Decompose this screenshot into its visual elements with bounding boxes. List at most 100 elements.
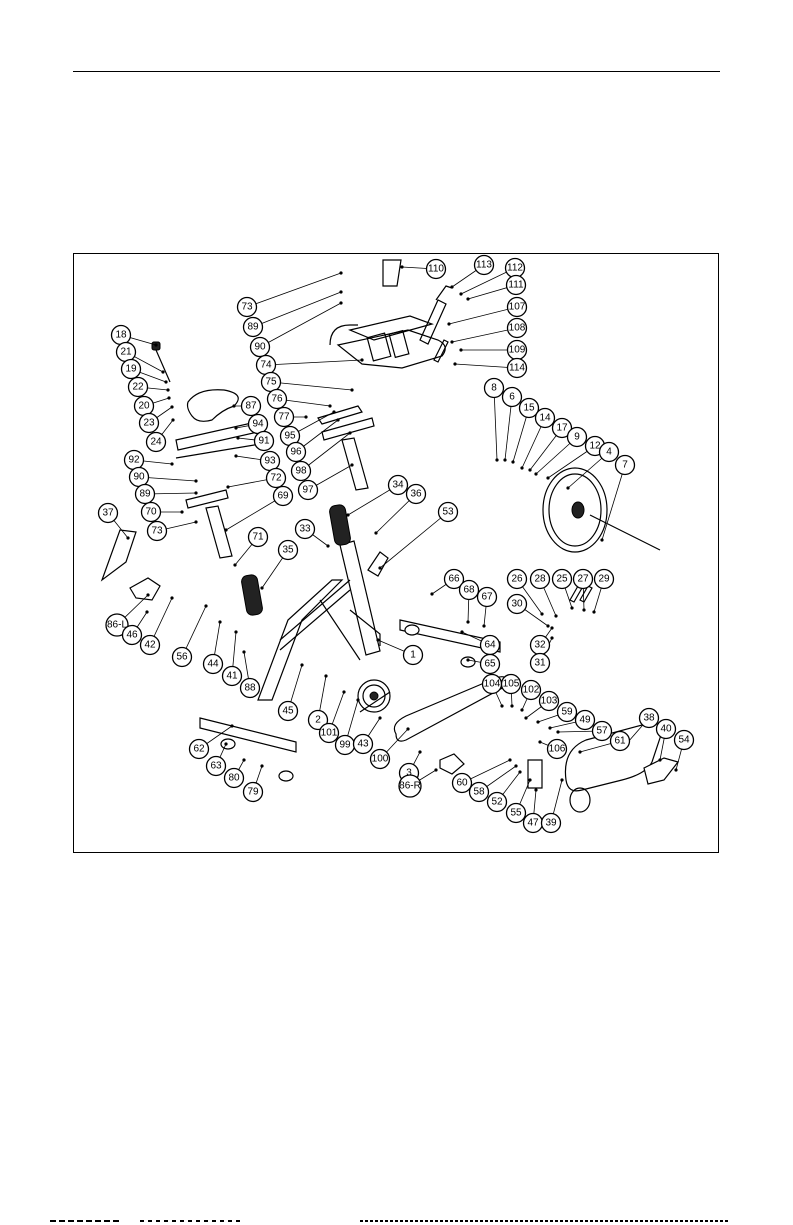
part-callout-89: 89	[134, 483, 156, 505]
part-callout-17: 17	[551, 417, 573, 439]
leader-line-8	[493, 387, 498, 461]
part-number-label: 37	[102, 508, 114, 519]
part-callout-113: 113	[473, 254, 495, 276]
leader-endpoint-12	[546, 476, 550, 480]
part-callout-73: 73	[146, 520, 168, 542]
leader-endpoint-79	[260, 764, 264, 768]
part-callout-54: 54	[673, 729, 695, 751]
part-number-label: 42	[144, 640, 156, 651]
leader-endpoint-30	[546, 624, 550, 628]
leader-endpoint-89	[339, 290, 343, 294]
part-callout-90: 90	[249, 336, 271, 358]
part-number-label: 4	[606, 447, 612, 458]
part-number-label: 73	[241, 302, 253, 313]
part-callout-19: 19	[120, 358, 142, 380]
part-callout-15: 15	[518, 397, 540, 419]
part-callout-1: 1	[402, 644, 424, 666]
leader-endpoint-56	[204, 604, 208, 608]
leader-endpoint-66	[430, 592, 434, 596]
part-callout-80: 80	[223, 767, 245, 789]
part-number-label: 99	[339, 740, 351, 751]
leader-endpoint-65	[466, 658, 470, 662]
leader-endpoint-103	[524, 716, 528, 720]
leader-endpoint-24	[171, 418, 175, 422]
leader-endpoint-97	[350, 463, 354, 467]
leader-endpoint-14	[520, 466, 524, 470]
part-callout-75: 75	[260, 371, 282, 393]
part-number-label: 41	[226, 671, 238, 682]
leader-endpoint-36	[374, 531, 378, 535]
part-callout-90: 90	[128, 466, 150, 488]
part-callout-44: 44	[202, 653, 224, 675]
part-callout-29: 29	[593, 568, 615, 590]
leader-endpoint-75	[350, 388, 354, 392]
part-number-label: 114	[509, 363, 525, 374]
leader-endpoint-53	[378, 566, 382, 570]
leader-endpoint-99	[356, 698, 360, 702]
part-number-label: 8	[491, 383, 497, 394]
leader-line-53	[379, 511, 449, 569]
leader-endpoint-86-R	[434, 768, 438, 772]
part-callout-103: 103	[538, 690, 560, 712]
leader-endpoint-68	[466, 620, 470, 624]
part-number-label: 40	[660, 724, 672, 735]
part-callout-47: 47	[522, 812, 544, 834]
leader-endpoint-3	[418, 750, 422, 754]
part-number-label: 86-R	[399, 781, 421, 792]
part-number-label: 67	[481, 592, 493, 603]
leader-endpoint-45	[300, 663, 304, 667]
part-callout-106: 106	[546, 738, 568, 760]
part-callout-35: 35	[277, 539, 299, 561]
part-number-label: 28	[534, 574, 546, 585]
part-callout-108: 108	[506, 317, 528, 339]
leader-endpoint-9	[534, 472, 538, 476]
leader-line-73	[246, 272, 342, 308]
leader-endpoint-107	[447, 322, 451, 326]
leader-endpoint-69	[224, 528, 228, 532]
part-callout-114: 114	[506, 357, 528, 379]
part-callout-9: 9	[566, 426, 588, 448]
leader-endpoint-108	[450, 340, 454, 344]
leader-endpoint-104	[500, 704, 504, 708]
leader-line-74	[265, 359, 363, 366]
part-callout-94: 94	[247, 413, 269, 435]
part-number-label: 52	[491, 797, 503, 808]
leader-endpoint-32	[550, 626, 554, 630]
part-number-label: 90	[133, 472, 145, 483]
part-callout-37: 37	[97, 502, 119, 524]
part-number-label: 26	[511, 574, 523, 585]
leader-line-98	[300, 432, 351, 472]
part-callout-2: 2	[307, 709, 329, 731]
leader-endpoint-1	[376, 638, 380, 642]
part-number-label: 109	[509, 345, 526, 356]
leader-endpoint-41	[234, 630, 238, 634]
part-number-label: 25	[556, 574, 568, 585]
part-number-label: 35	[282, 545, 294, 556]
part-number-label: 68	[463, 585, 475, 596]
part-callout-62: 62	[188, 738, 210, 760]
part-number-label: 104	[484, 679, 501, 690]
part-number-label: 107	[509, 302, 526, 313]
part-callout-60: 60	[451, 772, 473, 794]
leader-endpoint-76	[328, 404, 332, 408]
part-number-label: 80	[228, 773, 240, 784]
part-number-label: 61	[614, 736, 626, 747]
leader-endpoint-87	[232, 404, 236, 408]
part-number-label: 64	[484, 640, 496, 651]
part-number-label: 20	[138, 401, 150, 412]
leader-endpoint-91	[236, 436, 240, 440]
leader-endpoint-34	[346, 513, 350, 517]
leader-endpoint-61	[578, 750, 582, 754]
leader-endpoint-17	[528, 468, 532, 472]
part-callout-58: 58	[468, 781, 490, 803]
part-callout-6: 6	[501, 386, 523, 408]
leader-endpoint-109	[459, 348, 463, 352]
part-callout-34: 34	[387, 474, 409, 496]
part-number-label: 39	[545, 818, 557, 829]
leader-endpoint-88	[242, 650, 246, 654]
part-number-label: 29	[598, 574, 610, 585]
part-callout-89: 89	[242, 316, 264, 338]
leader-endpoint-35	[260, 586, 264, 590]
part-callout-97: 97	[297, 479, 319, 501]
part-number-label: 36	[410, 489, 422, 500]
